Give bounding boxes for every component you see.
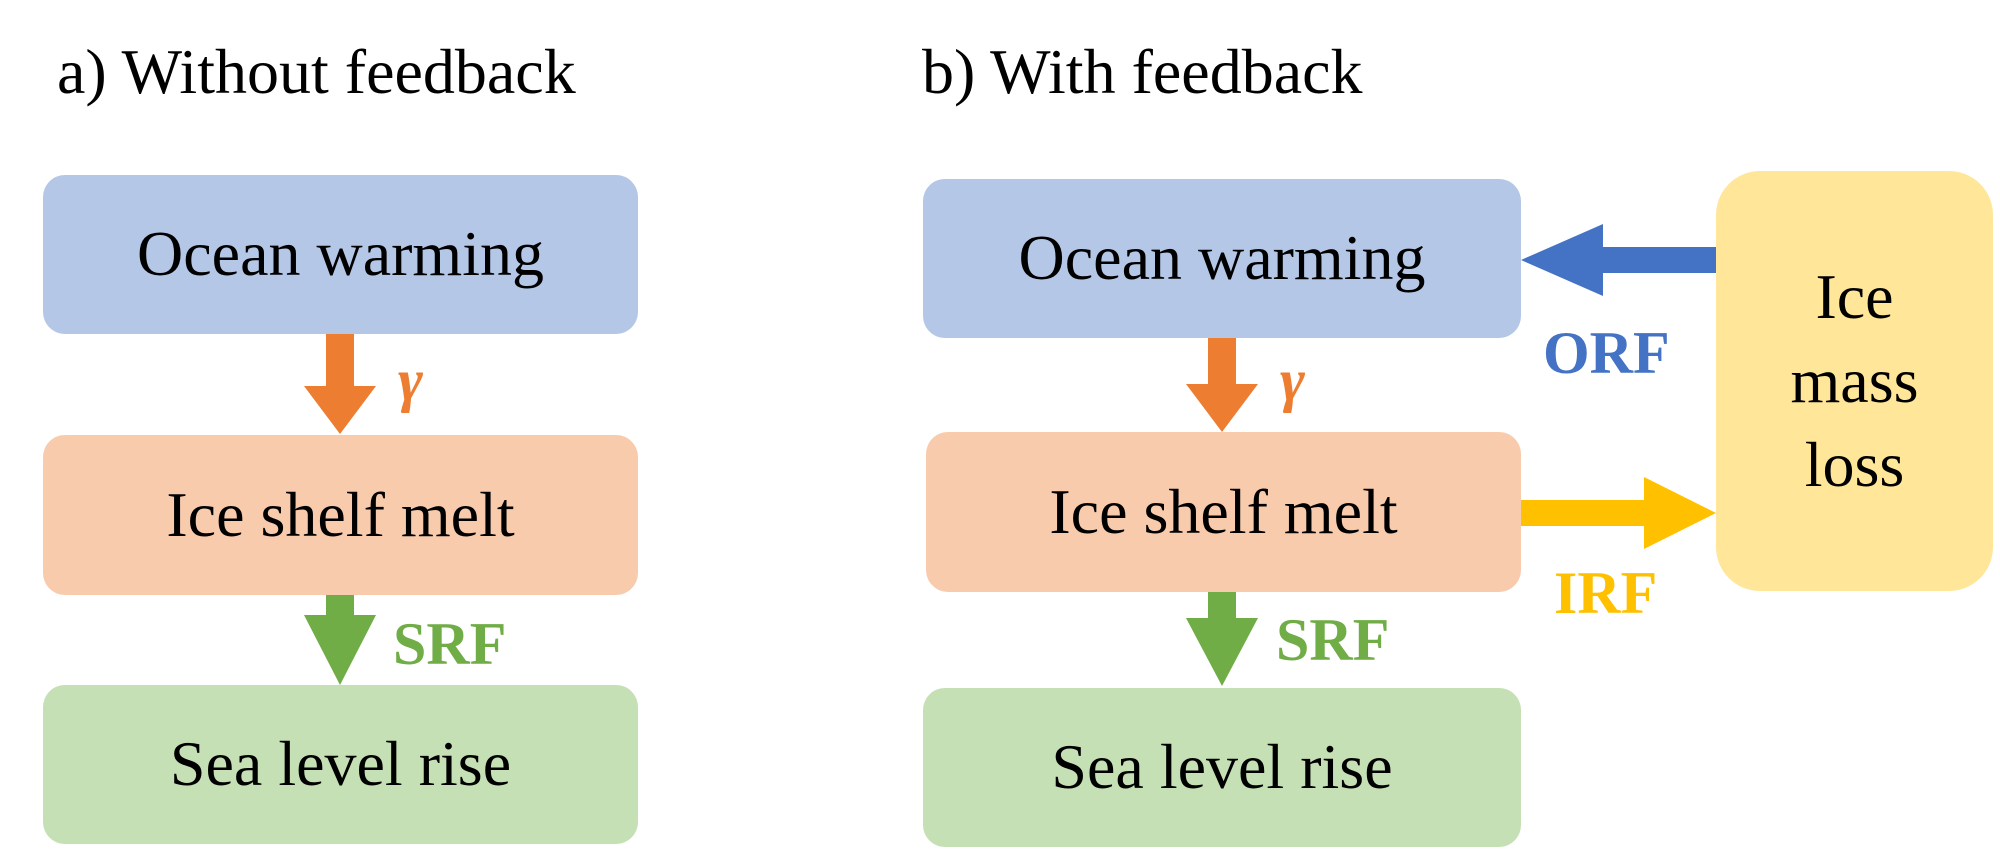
panel-a-ice-shelf-melt-box: Ice shelf melt — [43, 435, 638, 595]
panel-a-gamma-label: γ — [398, 347, 423, 413]
panel-b-gamma-label: γ — [1280, 347, 1305, 413]
panel-a-ocean-warming-box: Ocean warming — [43, 175, 638, 334]
panel-b-orf-arrow — [1521, 224, 1716, 296]
panel-a-ice-shelf-melt-label: Ice shelf melt — [166, 478, 515, 550]
ice-mass-loss-line-1: Ice — [1815, 261, 1894, 332]
panel-b-irf-arrow — [1521, 477, 1716, 549]
panel-b-ocean-warming-box: Ocean warming — [923, 179, 1521, 338]
panel-a-sea-level-rise-box: Sea level rise — [43, 685, 638, 844]
panel-a-srf-arrow — [304, 595, 376, 685]
ice-mass-loss-line-2: mass — [1790, 345, 1919, 416]
panel-b-title: b) With feedback — [922, 36, 1363, 107]
panel-a-gamma-arrow — [304, 334, 376, 434]
panel-b-srf-label: SRF — [1276, 607, 1390, 673]
panel-b-sea-level-rise-box: Sea level rise — [923, 688, 1521, 847]
panel-b-sea-level-rise-label: Sea level rise — [1051, 731, 1393, 803]
panel-b-srf-arrow — [1186, 592, 1258, 686]
panel-b-ice-mass-loss-box: Ice mass loss — [1716, 171, 1993, 591]
panel-a-srf-label: SRF — [393, 611, 507, 677]
panel-a-ocean-warming-label: Ocean warming — [137, 218, 544, 290]
panel-b-gamma-arrow — [1186, 338, 1258, 432]
panel-b-ice-shelf-melt-label: Ice shelf melt — [1049, 475, 1398, 547]
panel-b-ice-shelf-melt-box: Ice shelf melt — [926, 432, 1521, 592]
panel-a-sea-level-rise-label: Sea level rise — [169, 728, 512, 800]
panel-b-ocean-warming-label: Ocean warming — [1018, 222, 1426, 294]
panel-b-irf-label: IRF — [1554, 560, 1658, 626]
panel-a-title: a) Without feedback — [57, 36, 576, 107]
ice-mass-loss-line-3: loss — [1804, 429, 1905, 500]
panel-b-orf-label: ORF — [1543, 320, 1670, 386]
